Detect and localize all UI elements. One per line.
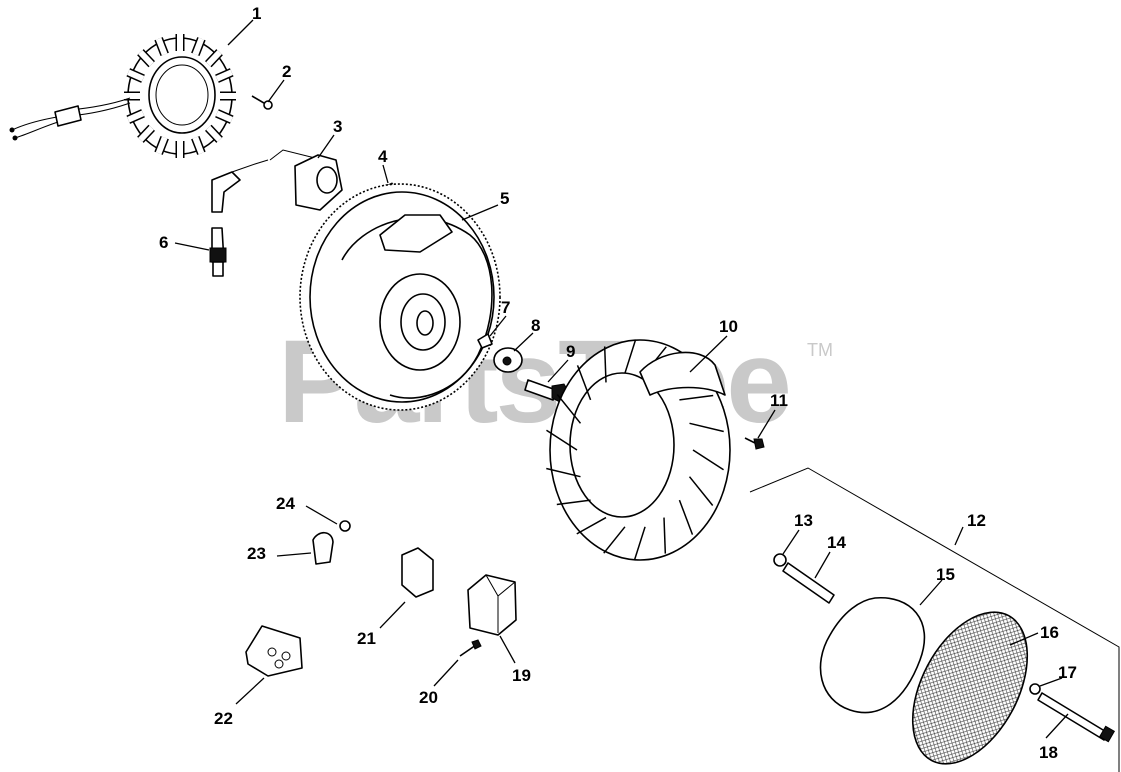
part-spark-plug[interactable] — [209, 227, 227, 277]
part-clamp[interactable] — [312, 531, 334, 565]
part-terminal-block[interactable] — [245, 625, 303, 677]
fan-blade — [679, 394, 714, 401]
callout-13[interactable]: 13 — [794, 511, 813, 530]
callout-16[interactable]: 16 — [1040, 623, 1059, 642]
stator-tooth — [215, 110, 233, 123]
part-screen[interactable] — [889, 593, 1051, 772]
stator-tooth — [155, 37, 168, 56]
callout-1[interactable]: 1 — [252, 4, 261, 23]
part-flywheel[interactable] — [299, 183, 501, 411]
part-screw-2[interactable] — [251, 95, 273, 110]
fan-blade — [576, 516, 607, 535]
fan-blade — [688, 476, 714, 506]
callout-2[interactable]: 2 — [282, 62, 291, 81]
stator-tooth — [138, 125, 154, 142]
callout-11[interactable]: 11 — [770, 391, 788, 410]
part-connector-21[interactable] — [401, 547, 434, 598]
callout-21[interactable]: 21 — [357, 629, 376, 648]
stator-tooth — [215, 69, 233, 82]
fan-blade — [603, 526, 626, 554]
callout-6[interactable]: 6 — [159, 233, 168, 252]
part-washer-13[interactable] — [773, 553, 787, 567]
part-gasket[interactable] — [819, 597, 926, 714]
callout-17[interactable]: 17 — [1058, 663, 1077, 682]
callout-23[interactable]: 23 — [247, 544, 266, 563]
stator-tooth — [206, 125, 222, 142]
stator-tooth — [127, 110, 145, 123]
fan-blade — [633, 526, 646, 561]
part-rectifier[interactable] — [467, 574, 517, 636]
part-stator[interactable] — [9, 34, 237, 158]
fan-blade — [576, 365, 592, 401]
part-washer-24[interactable] — [339, 520, 351, 532]
callout-3[interactable]: 3 — [333, 117, 342, 136]
part-ignition-module[interactable] — [211, 149, 343, 213]
callout-4[interactable]: 4 — [378, 147, 388, 166]
callout-22[interactable]: 22 — [214, 709, 233, 728]
callout-15[interactable]: 15 — [936, 565, 955, 584]
fan-blade — [546, 467, 581, 478]
stator-tooth — [192, 136, 205, 155]
callout-labels: 1 2 3 4 5 6 7 8 9 10 11 12 13 14 15 16 1… — [159, 4, 1077, 762]
part-washer-17[interactable] — [1029, 683, 1041, 695]
fan-blade — [678, 499, 694, 535]
fan-blade — [663, 517, 667, 554]
callout-18[interactable]: 18 — [1039, 743, 1058, 762]
callout-14[interactable]: 14 — [827, 533, 846, 552]
callout-20[interactable]: 20 — [419, 688, 438, 707]
callout-12[interactable]: 12 — [967, 511, 986, 530]
fan-blade — [603, 346, 607, 383]
stator-tooth — [127, 69, 145, 82]
callout-7[interactable]: 7 — [501, 298, 510, 317]
fan-blade — [692, 449, 724, 471]
callout-5[interactable]: 5 — [500, 189, 509, 208]
part-key[interactable] — [477, 333, 493, 349]
leader-lines — [174, 19, 1069, 739]
fan-blade — [546, 429, 578, 451]
watermark-trademark: TM — [807, 340, 833, 360]
callout-19[interactable]: 19 — [512, 666, 531, 685]
part-screw-20[interactable] — [459, 639, 482, 657]
fan-blade — [624, 339, 637, 374]
callout-9[interactable]: 9 — [566, 342, 575, 361]
callout-10[interactable]: 10 — [719, 317, 738, 336]
stator-tooth — [138, 50, 154, 67]
callout-24[interactable]: 24 — [276, 494, 295, 513]
stator-tooth — [155, 136, 168, 155]
fan-blade — [556, 499, 591, 506]
part-pin[interactable] — [782, 562, 835, 604]
fan-blade — [689, 422, 724, 433]
part-bolt-18[interactable] — [1037, 692, 1116, 743]
callout-8[interactable]: 8 — [531, 316, 540, 335]
stator-tooth — [206, 50, 222, 67]
part-screw-11[interactable] — [744, 437, 765, 450]
part-washer-8[interactable] — [493, 347, 523, 373]
part-kit-outline — [749, 467, 1120, 772]
stator-tooth — [192, 37, 205, 56]
part-fan[interactable] — [546, 339, 731, 561]
fan-blade — [556, 394, 582, 424]
